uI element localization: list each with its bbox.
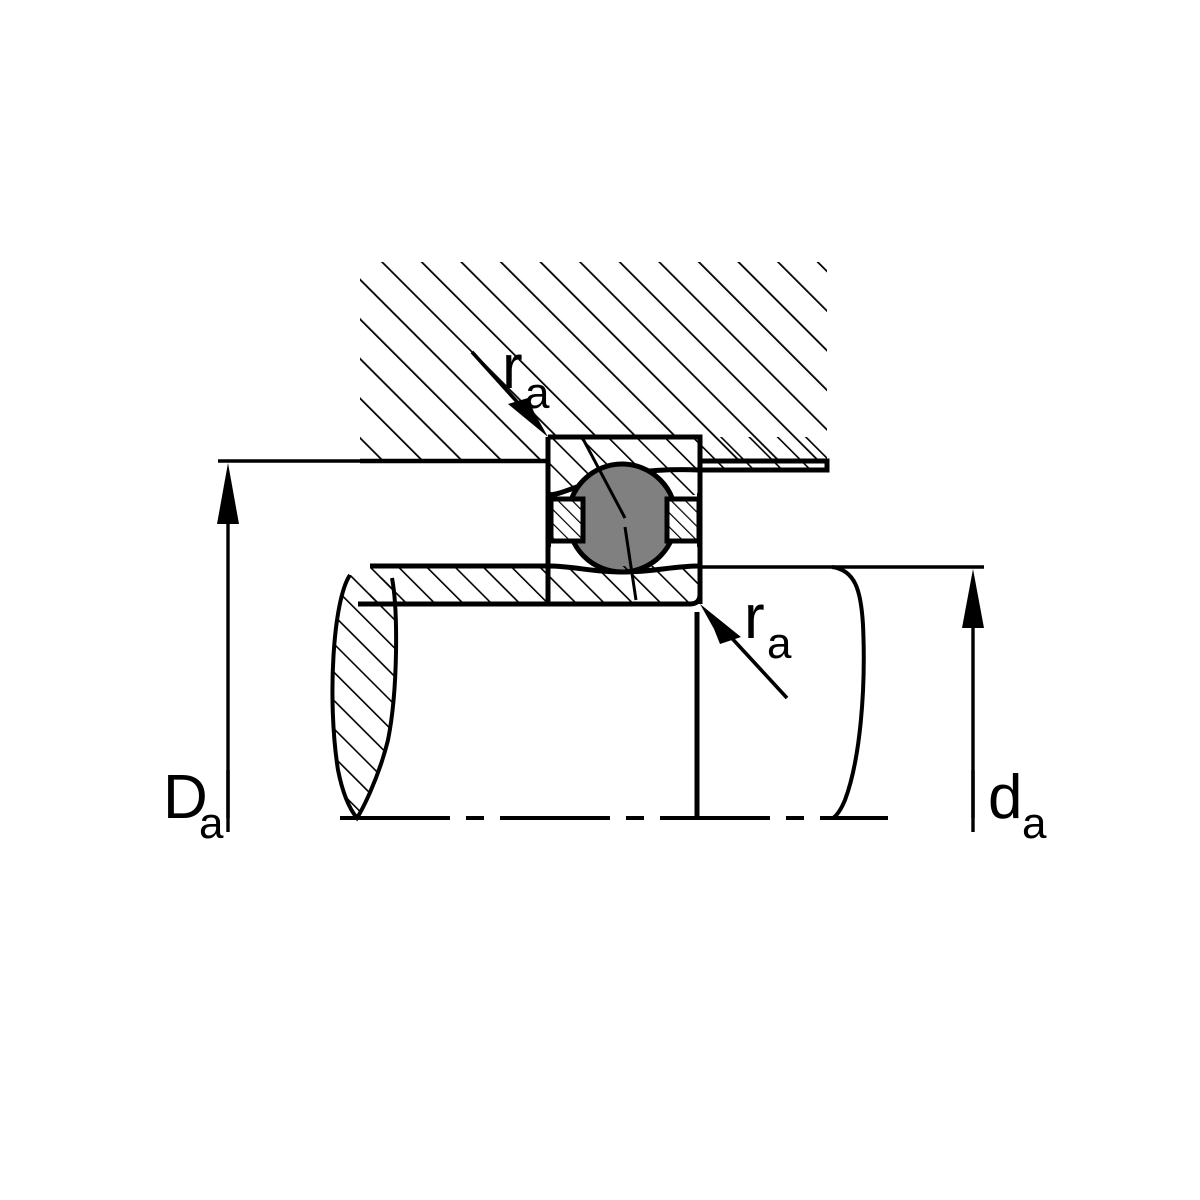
dimension-da: d a (700, 565, 1047, 848)
cage-left (548, 496, 586, 544)
ra-bottom-label-subscript: a (767, 619, 792, 668)
cage-right (664, 496, 702, 544)
ra-top-label-subscript: a (525, 369, 550, 418)
bearing-inner-ring (547, 563, 703, 607)
da-arrowhead (962, 569, 984, 628)
cage-right-ledge (697, 493, 700, 547)
shaft-shoulder (330, 573, 399, 822)
ra-bottom-leader-line (726, 632, 789, 700)
cage-right-hatching (669, 501, 697, 539)
outer-ring-flange-hatching (700, 437, 827, 470)
housing-hatching (360, 262, 827, 461)
ra-bottom-arrowhead (700, 604, 741, 644)
inner-ring-bottom (548, 593, 703, 607)
callout-ra-bottom: r a (700, 583, 792, 700)
Da-label-subscript: a (199, 799, 224, 848)
outer-ring-outline-top (548, 434, 830, 473)
dimension-Da: D a (163, 459, 548, 848)
Da-label-base: D (163, 763, 208, 832)
contact-angle-line-upper (580, 436, 627, 519)
cage-left-hatching (553, 501, 581, 539)
ra-top-label-base: r (502, 333, 523, 402)
shaft-fillet-outline (831, 565, 866, 820)
cage-left-ledge (548, 493, 551, 547)
shaft-flange-hatching (370, 566, 548, 604)
da-label-subscript: a (1022, 799, 1047, 848)
da-label-base: d (988, 763, 1022, 832)
shaft-fillet-curve (831, 565, 866, 820)
inner-ring-raceway (547, 563, 701, 575)
ra-top-arrowhead (508, 398, 548, 437)
ra-bottom-label-base: r (744, 583, 765, 652)
callout-ra-top: r a (470, 333, 550, 437)
Da-arrowhead (217, 463, 239, 524)
housing-block (360, 262, 827, 464)
